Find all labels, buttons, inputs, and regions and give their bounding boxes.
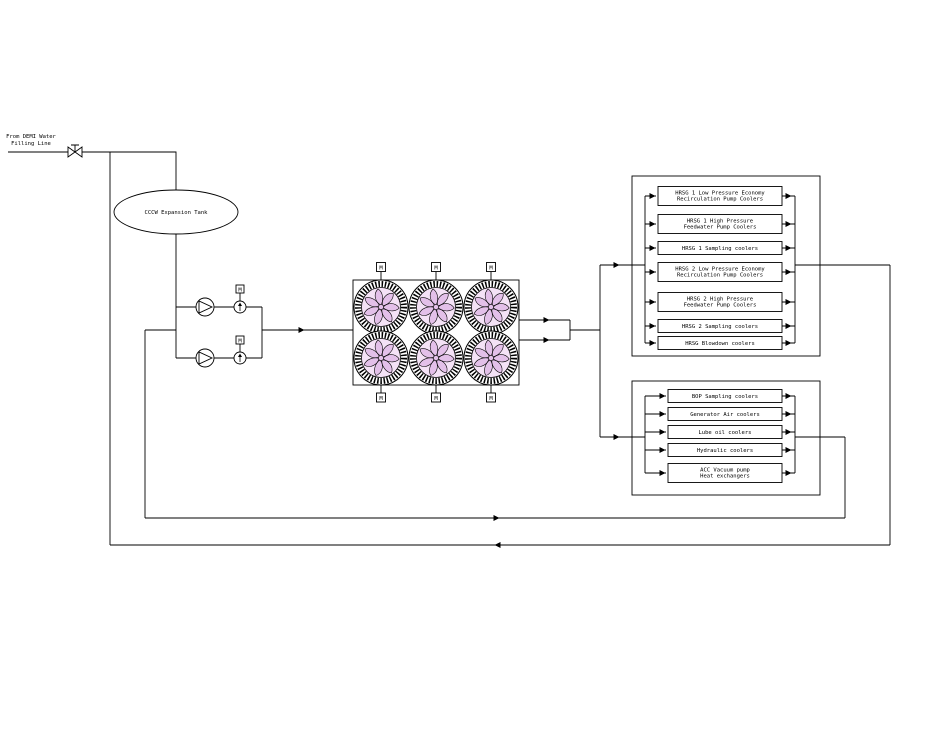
- cooler-box-bop-sampling: BOP Sampling coolers: [667, 389, 783, 403]
- svg-text:Hydraulic coolers: Hydraulic coolers: [697, 448, 753, 454]
- fan-cooler-5: [409, 331, 463, 385]
- svg-text:Recirculation Pump Coolers: Recirculation Pump Coolers: [677, 272, 763, 278]
- svg-text:M: M: [379, 396, 383, 402]
- svg-text:HRSG 1 High Pressure: HRSG 1 High Pressure: [687, 218, 753, 224]
- cooler-group-top-frame: [631, 175, 821, 357]
- svg-text:HRSG Blowdown coolers: HRSG Blowdown coolers: [685, 341, 755, 347]
- svg-text:Feedwater Pump Coolers: Feedwater Pump Coolers: [684, 302, 757, 308]
- svg-text:M: M: [238, 287, 242, 293]
- svg-text:Feedwater Pump Coolers: Feedwater Pump Coolers: [684, 224, 757, 230]
- expansion-tank: CCCW Expansion Tank: [113, 189, 239, 235]
- svg-text:M: M: [434, 396, 438, 402]
- svg-text:Heat exchangers: Heat exchangers: [700, 473, 750, 479]
- fan-cooler-3: [464, 280, 518, 334]
- svg-text:HRSG 2 High Pressure: HRSG 2 High Pressure: [687, 296, 753, 302]
- cooler-group-bottom-frame: [631, 380, 821, 496]
- svg-text:HRSG 2 Sampling coolers: HRSG 2 Sampling coolers: [682, 324, 758, 330]
- svg-text:Lube oil coolers: Lube oil coolers: [699, 430, 752, 436]
- cooler-box-hrsg1-sampling: HRSG 1 Sampling coolers: [657, 241, 783, 255]
- svg-text:HRSG 1 Sampling coolers: HRSG 1 Sampling coolers: [682, 246, 758, 252]
- cccw-pump-2: [195, 348, 215, 368]
- cooler-box-lube-oil: Lube oil coolers: [667, 425, 783, 439]
- flow-indicator-2: [233, 351, 247, 365]
- fan-cooler-1: [354, 280, 408, 334]
- svg-text:Generator Air coolers: Generator Air coolers: [690, 412, 760, 418]
- svg-text:BOP Sampling coolers: BOP Sampling coolers: [692, 394, 758, 400]
- fan-motor-boxes: M M M M M M: [376, 262, 496, 403]
- cooler-box-hrsg2-lp-economy: HRSG 2 Low Pressure Economy Recirculatio…: [657, 262, 783, 282]
- fill-valve-icon: [67, 144, 83, 158]
- svg-text:HRSG 1 Low Pressure Economy: HRSG 1 Low Pressure Economy: [675, 190, 765, 196]
- cooler-box-hydraulic: Hydraulic coolers: [667, 443, 783, 457]
- cooler-box-hrsg1-lp-economy: HRSG 1 Low Pressure Economy Recirculatio…: [657, 186, 783, 206]
- demi-water-label-line2: Filling Line: [11, 141, 51, 147]
- fan-cooler-6: [464, 331, 518, 385]
- svg-text:M: M: [489, 265, 493, 271]
- pump-motor-box-1: M: [235, 284, 245, 294]
- cooler-box-hrsg2-sampling: HRSG 2 Sampling coolers: [657, 319, 783, 333]
- svg-text:M: M: [379, 265, 383, 271]
- svg-text:HRSG 2 Low Pressure Economy: HRSG 2 Low Pressure Economy: [675, 266, 765, 272]
- svg-text:M: M: [238, 338, 242, 344]
- flow-indicator-1: [233, 300, 247, 314]
- flow-arrows: [295, 193, 792, 548]
- cooler-box-generator-air: Generator Air coolers: [667, 407, 783, 421]
- cccw-pump-1: [195, 297, 215, 317]
- cooler-box-acc-vacuum: ACC Vacuum pump Heat exchangers: [667, 463, 783, 483]
- svg-text:M: M: [489, 396, 493, 402]
- svg-text:Recirculation Pump Coolers: Recirculation Pump Coolers: [677, 196, 763, 202]
- svg-text:ACC Vacuum pump: ACC Vacuum pump: [700, 467, 750, 473]
- expansion-tank-label: CCCW Expansion Tank: [145, 210, 209, 216]
- svg-text:M: M: [434, 265, 438, 271]
- demi-water-label-line1: From DEMI Water: [6, 134, 56, 140]
- cooler-box-hrsg-blowdown: HRSG Blowdown coolers: [657, 336, 783, 350]
- fan-cooler-2: [409, 280, 463, 334]
- fan-cooler-4: [354, 331, 408, 385]
- pump-motor-box-2: M: [235, 335, 245, 345]
- cooler-box-hrsg2-hp-feedwater: HRSG 2 High Pressure Feedwater Pump Cool…: [657, 292, 783, 312]
- cooler-box-hrsg1-hp-feedwater: HRSG 1 High Pressure Feedwater Pump Cool…: [657, 214, 783, 234]
